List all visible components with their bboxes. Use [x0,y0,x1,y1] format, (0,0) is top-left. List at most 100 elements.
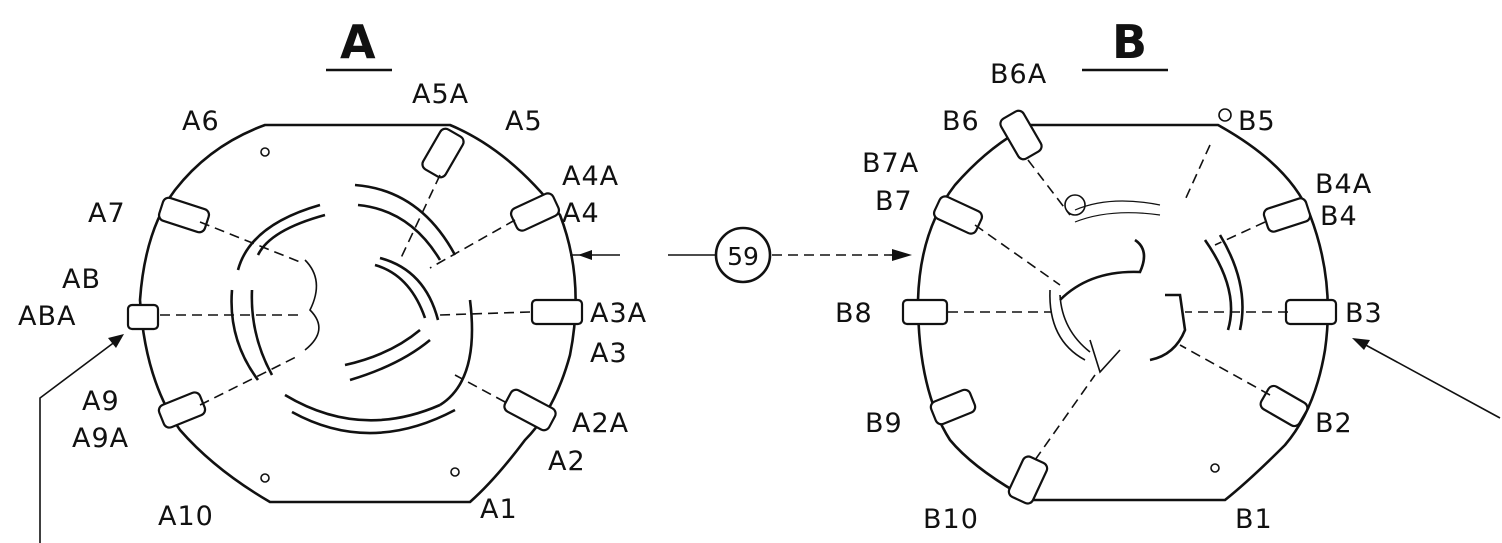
rotor-arc [379,256,440,321]
label-a5: A5 [505,106,543,137]
label-b5: B5 [1238,106,1276,137]
wire [399,174,441,261]
lug-a3 [530,298,584,326]
lug-b7 [932,195,984,235]
mount-hole [260,473,270,483]
rotor-contact [1089,339,1121,374]
wire [199,221,301,263]
label-a7: A7 [88,198,126,229]
rotor-segment [1074,212,1161,223]
label-b7a: B7A [862,148,919,179]
callout-circle [714,226,772,284]
lug-a7 [157,196,211,234]
lug-a9 [157,391,207,429]
label-a3a: A3A [590,298,647,329]
lug-a2 [503,388,557,432]
lug-a5 [421,127,465,179]
label-a2a: A2A [572,408,629,439]
wire [199,354,301,406]
label-a9a: A9A [72,423,129,454]
label-a4a: A4A [562,161,619,192]
label-b6a: B6A [990,59,1047,90]
wafer-b-outline [916,123,1330,502]
rotor-arc [357,203,442,261]
lug-ab [126,303,160,331]
pointer-arrow-left [39,337,121,543]
wafer-b [901,108,1338,505]
lug-a4 [509,192,561,232]
lug-b8 [901,298,949,326]
label-a6: A6 [182,106,220,137]
title-b: B [1112,15,1147,69]
label-b9: B9 [865,408,903,439]
rotor-arc [349,339,431,382]
lug-b9 [929,388,977,426]
lug-b2 [1259,384,1309,428]
label-a9: A9 [82,386,120,417]
rotor-arc [250,289,274,376]
label-b6: B6 [942,106,980,137]
rotor-segment [1149,293,1187,362]
mount-hole [260,147,270,157]
lug-b6 [999,109,1043,161]
rotor-arc [236,203,321,271]
arrowhead [892,249,912,261]
rotor-arc [256,213,326,256]
title-a: A [340,15,376,69]
arrowhead [108,334,124,348]
wire [439,311,531,316]
label-a4: A4 [562,198,600,229]
label-b10: B10 [923,504,979,535]
wire [1214,221,1266,246]
rotor-arc [374,263,427,319]
label-b2: B2 [1315,408,1353,439]
rotor-segment [1218,234,1244,331]
wire [1184,144,1211,201]
rotor-hub [304,259,320,351]
label-a5a: A5A [412,79,469,110]
rotor-segment [1203,239,1233,331]
wire [429,219,516,269]
wafer-a-outline [138,123,577,504]
lug-b4 [1262,197,1312,233]
rotor-hub [1059,294,1091,353]
lug-b3 [1284,298,1338,326]
wafer-a [126,123,620,504]
label-a10: A10 [158,501,214,532]
label-b7: B7 [875,186,913,217]
rotor-segment [1074,200,1161,211]
label-b4a: B4A [1315,169,1372,200]
wire [454,374,506,403]
arrowhead [1352,338,1370,350]
rotor-hub [1059,238,1146,301]
label-ab: AB [62,264,101,295]
rotor-arc [344,329,421,367]
mount-hole [1218,108,1232,122]
wire [1179,344,1271,396]
mount-hole [450,467,460,477]
mount-hole [1210,463,1220,473]
label-a3: A3 [590,338,628,369]
rotor-contact [1064,194,1086,216]
rotor-arc [439,299,474,407]
rotor-arc [354,183,457,256]
label-a1: A1 [480,494,518,525]
arrowhead [578,250,592,260]
wire [1034,374,1096,461]
rotor-hub [1049,289,1086,361]
pointer-arrow-right [1361,342,1501,419]
rotor-arc [284,393,441,422]
rotor-arc [230,289,260,381]
label-b4: B4 [1320,201,1358,232]
label-a2: A2 [548,446,586,477]
label-b3: B3 [1345,298,1383,329]
label-aba: ABA [18,301,76,332]
wire [1027,159,1071,216]
wire [974,224,1061,286]
callout-number: 59 [727,242,759,271]
label-b8: B8 [835,298,873,329]
lug-b10 [1007,455,1049,505]
rotor-arc [291,408,456,435]
label-b1: B1 [1235,504,1273,535]
